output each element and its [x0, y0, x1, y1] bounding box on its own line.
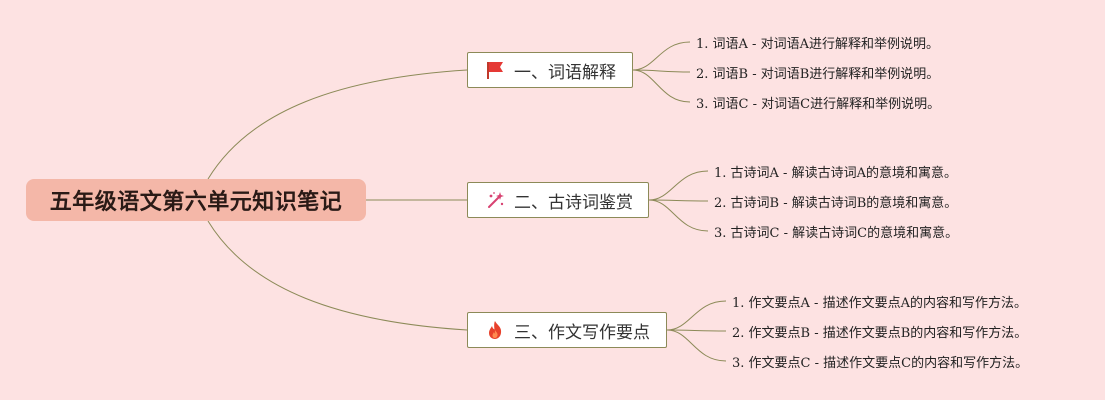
leaf-word-a[interactable]: 1. 词语A - 对词语A进行解释和举例说明。 [696, 37, 939, 52]
leaf-writing-point-b[interactable]: 2. 作文要点B - 描述作文要点B的内容和写作方法。 [732, 326, 1028, 341]
leaf-word-c[interactable]: 3. 词语C - 对词语C进行解释和举例说明。 [696, 97, 941, 112]
branch-composition-writing[interactable]: 三、作文写作要点 [467, 312, 667, 348]
connector-b2-leaf-3 [648, 199, 709, 232]
connector-b3-leaf-2 [666, 329, 727, 332]
connector-root-branch-1 [207, 69, 468, 180]
connector-b2-leaf-1 [648, 170, 709, 201]
magic-wand-icon [484, 189, 506, 211]
branch-word-explanation-label: 一、词语解释 [514, 62, 616, 83]
branch-poetry-appreciation-label: 二、古诗词鉴赏 [514, 192, 633, 213]
leaf-word-b[interactable]: 2. 词语B - 对词语B进行解释和举例说明。 [696, 67, 940, 82]
branch-word-explanation[interactable]: 一、词语解释 [467, 52, 633, 88]
leaf-writing-point-c[interactable]: 3. 作文要点C - 描述作文要点C的内容和写作方法。 [732, 356, 1029, 371]
root-topic[interactable]: 五年级语文第六单元知识笔记 [26, 179, 366, 221]
connector-b3-leaf-3 [666, 329, 727, 362]
red-flag-icon [484, 59, 506, 81]
connector-b1-leaf-3 [632, 69, 691, 103]
connector-b3-leaf-1 [666, 300, 727, 331]
root-topic-label: 五年级语文第六单元知识笔记 [49, 190, 343, 215]
leaf-poem-a[interactable]: 1. 古诗词A - 解读古诗词A的意境和寓意。 [714, 166, 957, 181]
fire-icon [484, 319, 506, 341]
connector-b1-leaf-2 [632, 69, 691, 73]
connector-b1-leaf-1 [632, 41, 691, 71]
branch-poetry-appreciation[interactable]: 二、古诗词鉴赏 [467, 182, 649, 218]
branch-composition-writing-label: 三、作文写作要点 [514, 322, 650, 343]
leaf-poem-c[interactable]: 3. 古诗词C - 解读古诗词C的意境和寓意。 [714, 226, 959, 241]
leaf-poem-b[interactable]: 2. 古诗词B - 解读古诗词B的意境和寓意。 [714, 196, 958, 211]
connector-root-branch-3 [207, 220, 468, 331]
leaf-writing-point-a[interactable]: 1. 作文要点A - 描述作文要点A的内容和写作方法。 [732, 296, 1027, 311]
connector-b2-leaf-2 [648, 199, 709, 202]
